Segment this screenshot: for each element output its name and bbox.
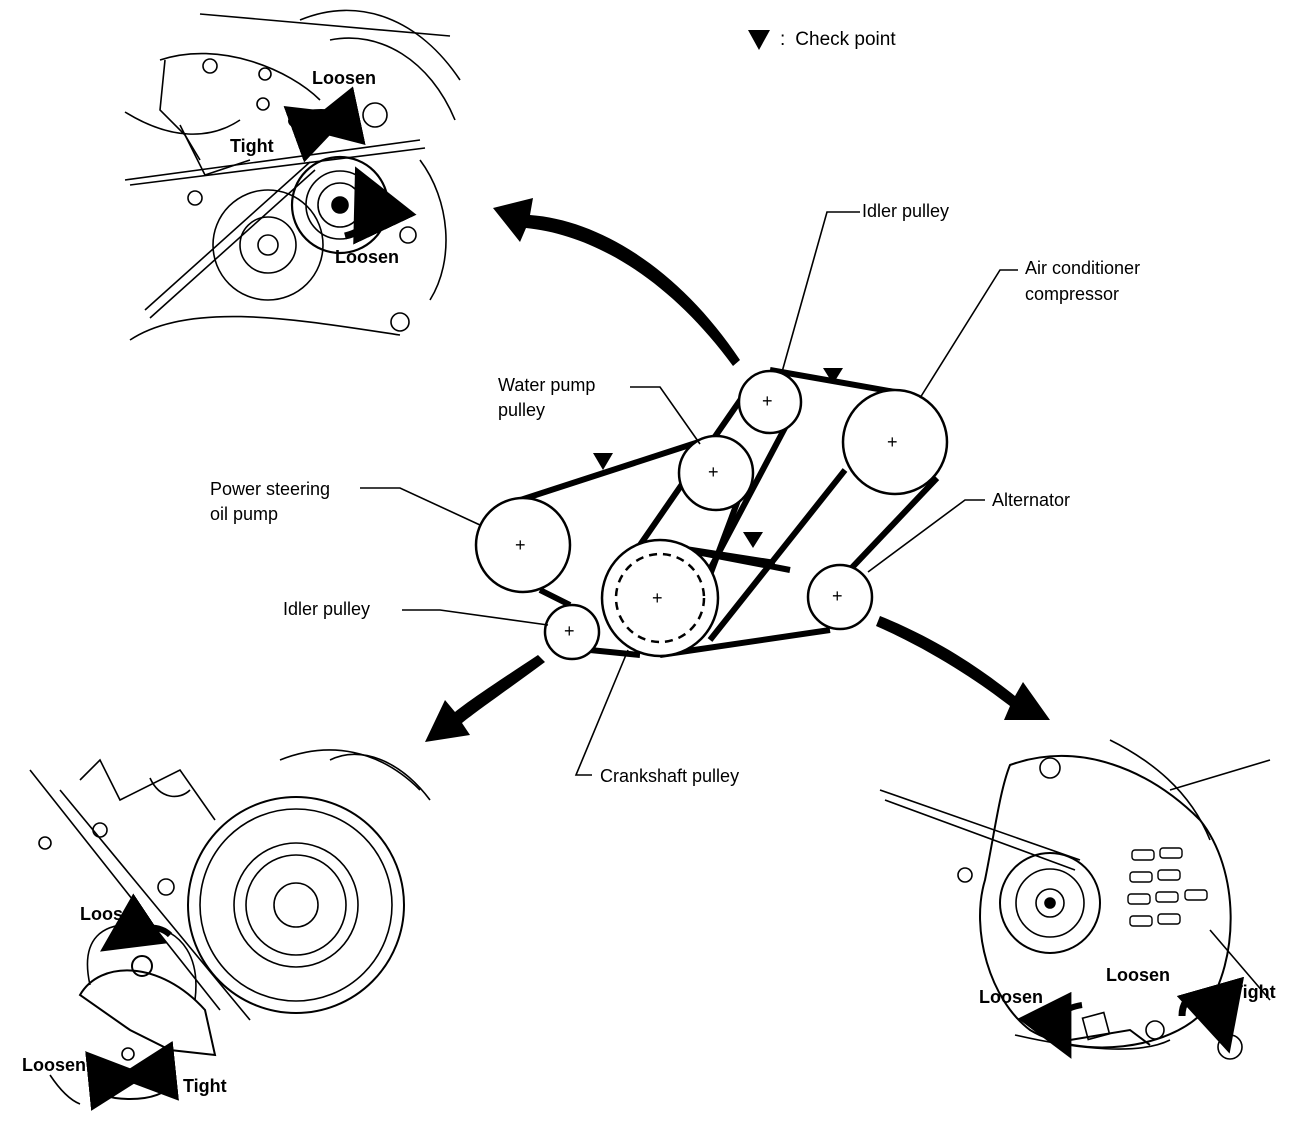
pulleys xyxy=(474,369,949,661)
leader-crankshaft xyxy=(574,649,629,776)
label-water-pump-2: pulley xyxy=(498,400,546,420)
pulley-center-mark: + xyxy=(708,462,719,482)
belt-segment xyxy=(504,437,706,508)
belt-segment xyxy=(589,647,641,658)
leader-ac xyxy=(919,269,1018,399)
pulley-center-mark: + xyxy=(887,432,898,452)
inset-bottom-left xyxy=(29,749,431,1111)
water-pump-pulley xyxy=(677,434,755,512)
crankshaft-inner-dashed xyxy=(614,552,706,644)
leader-lines xyxy=(360,211,1018,776)
inset-br-loosen-2: Loosen xyxy=(979,987,1044,1007)
pulley-center-mark: + xyxy=(564,621,575,641)
crankshaft-pulley xyxy=(600,538,720,658)
check-point-marker xyxy=(743,532,763,548)
label-ac-compressor-2: compressor xyxy=(1025,284,1120,304)
inset-br-tight: Tight xyxy=(1232,982,1276,1002)
belt-segment xyxy=(538,587,572,608)
legend-separator: : xyxy=(780,29,786,50)
arrow-to-right-inset xyxy=(876,616,1050,720)
inset-tl-tight: Tight xyxy=(230,136,274,156)
arrow-to-left-inset xyxy=(425,655,545,742)
leader-idler-left xyxy=(402,609,549,626)
callout-arrows xyxy=(425,198,1050,742)
leader-idler-top xyxy=(781,211,860,373)
label-water-pump-1: Water pump xyxy=(498,375,596,395)
check-points xyxy=(593,368,843,548)
belt-segment xyxy=(659,627,831,658)
check-point-triangle-icon xyxy=(748,30,770,50)
belt-segment xyxy=(707,493,743,577)
label-power-steering-2: oil pump xyxy=(210,504,279,524)
arrow-to-top-inset xyxy=(493,198,740,366)
power-steering-pulley xyxy=(474,496,572,594)
label-idler-pulley-left: Idler pulley xyxy=(283,599,371,619)
inset-tl-loosen-2: Loosen xyxy=(335,247,400,267)
leader-water-pump xyxy=(630,386,701,445)
label-power-steering-1: Power steering xyxy=(210,479,331,499)
inset-top-left xyxy=(124,9,461,341)
inset-bottom-right xyxy=(879,739,1271,1060)
inset-bl-loosen-1: Loosen xyxy=(80,904,145,924)
leader-power-steering xyxy=(360,487,481,526)
belt-segment xyxy=(707,468,848,642)
ac-compressor-pulley xyxy=(841,388,949,496)
idler-pulley-top xyxy=(737,369,803,435)
idler-pulley-left xyxy=(543,603,601,661)
pulley-center-mark: + xyxy=(652,588,663,608)
label-crankshaft-pulley: Crankshaft pulley xyxy=(600,766,740,786)
label-alternator: Alternator xyxy=(992,490,1071,510)
pulley-center-mark: + xyxy=(832,586,843,606)
check-point-marker xyxy=(823,368,843,384)
leader-alternator xyxy=(867,499,985,573)
inset-bl-tight: Tight xyxy=(183,1076,227,1096)
legend-check-point: : Check point xyxy=(748,29,896,51)
legend-text: Check point xyxy=(795,29,896,50)
inset-br-loosen-1: Loosen xyxy=(1106,965,1171,985)
label-ac-compressor-1: Air conditioner xyxy=(1025,258,1141,278)
label-idler-pulley-top: Idler pulley xyxy=(862,201,950,221)
pulley-center-mark: + xyxy=(762,391,773,411)
check-point-marker xyxy=(593,453,613,470)
pulley-center-mark: + xyxy=(515,535,526,555)
inset-bl-loosen-2: Loosen xyxy=(22,1055,87,1075)
alternator-pulley xyxy=(806,563,874,631)
inset-tl-loosen-1: Loosen xyxy=(312,68,377,88)
